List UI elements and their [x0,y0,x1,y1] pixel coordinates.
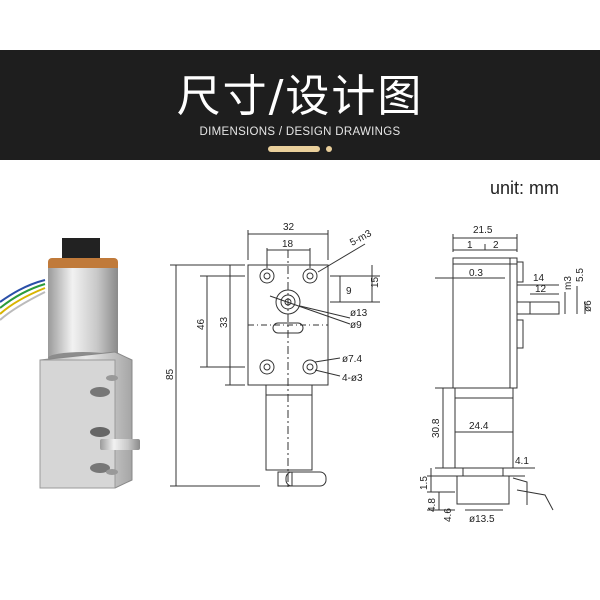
front-view-drawing: 32 18 5-m3 9 15 ø13 ø9 46 33 85 ø7.4 4-ø… [165,222,381,488]
dim-d9b: ø9 [350,320,362,331]
side-dim-d1: 1 [467,240,473,251]
accent-pill [268,146,320,152]
side-dim-d244: 24.4 [469,421,489,432]
side-dim-d2: 2 [493,240,499,251]
page-subtitle: DIMENSIONS / DESIGN DRAWINGS [199,126,401,138]
side-dim-m3: m3 [563,276,574,290]
header-banner [0,50,600,160]
side-dim-d03: 0.3 [469,268,483,279]
dim-d15: 15 [370,276,381,288]
dim-d13: ø13 [350,308,368,319]
side-view-drawing: 21.5 1 2 0.3 14 12 m3 5.5 ø6 30.8 24.4 4… [419,225,594,525]
wire-icon [0,279,46,303]
dim-width: 32 [283,222,295,233]
side-dim-depth: 21.5 [473,225,493,236]
unit-label: unit: mm [490,178,560,198]
dim-h33: 33 [219,316,230,328]
motor-photo [0,238,140,489]
dim-holes: 5-m3 [348,228,374,249]
dim-hole-spacing: 18 [282,239,294,250]
side-dim-d15: 1.5 [419,476,430,490]
side-dim-d46: 4.6 [443,508,454,522]
side-dim-d6: ø6 [583,300,594,312]
dim-d9: 9 [346,286,352,297]
page-title: 尺寸/设计图 [176,71,424,122]
dim-h46: 46 [196,318,207,330]
side-dim-d41: 4.1 [515,456,529,467]
side-dim-d55: 5.5 [575,268,586,282]
dim-d74: ø7.4 [342,354,362,365]
dim-holes-small: 4-ø3 [342,373,363,384]
side-dim-d48: 4.8 [427,498,438,512]
side-dim-h308: 30.8 [431,418,442,438]
side-dim-shaft14: 14 [533,273,545,284]
accent-dot [326,146,332,152]
side-dim-shaft12: 12 [535,284,547,295]
side-dim-d135: ø13.5 [469,514,495,525]
dim-h85: 85 [165,368,176,380]
